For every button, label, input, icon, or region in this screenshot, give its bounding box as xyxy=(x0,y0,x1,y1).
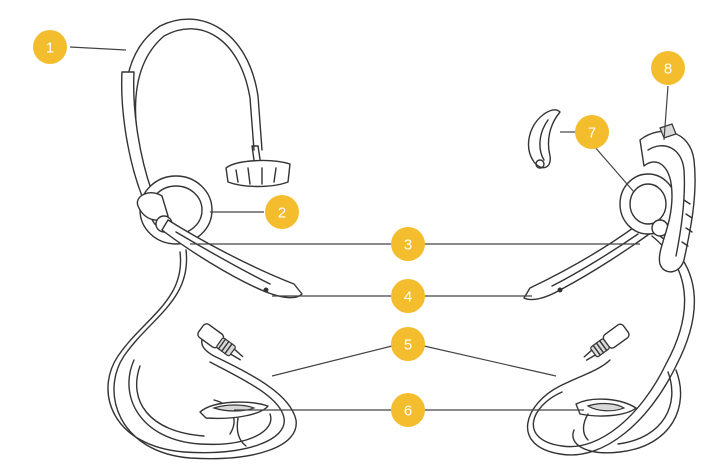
leader-8 xyxy=(663,85,669,141)
right-cable xyxy=(527,235,696,456)
left-boom xyxy=(161,219,303,299)
callout-7-label: 7 xyxy=(588,125,596,142)
leader-1 xyxy=(69,46,127,51)
callout-7: 7 xyxy=(575,115,609,149)
right-quick-disconnect xyxy=(583,323,630,361)
callout-1-label: 1 xyxy=(46,40,54,57)
callout-8: 8 xyxy=(651,51,685,85)
callout-5-circle xyxy=(391,327,425,361)
callout-2-label: 2 xyxy=(278,205,286,222)
callout-3: 3 xyxy=(391,227,425,261)
callouts: 1 2 3 4 5 6 7 8 xyxy=(33,30,685,427)
callout-2-circle xyxy=(265,195,299,229)
callout-4-label: 4 xyxy=(404,289,412,306)
left-quick-disconnect xyxy=(197,323,244,361)
callout-8-label: 8 xyxy=(664,61,672,78)
callout-5: 5 xyxy=(391,327,425,361)
callout-4-circle xyxy=(391,279,425,313)
leader-7b xyxy=(593,145,635,193)
callout-1: 1 xyxy=(33,30,67,64)
right-boom xyxy=(523,219,653,301)
loose-ear-loop xyxy=(527,109,561,169)
left-headset xyxy=(107,18,303,460)
callout-1-circle xyxy=(33,30,67,64)
right-headset xyxy=(523,123,696,456)
callout-6-label: 6 xyxy=(404,403,412,420)
leader-5-right xyxy=(423,345,557,377)
leader-5-left xyxy=(271,345,393,377)
callout-3-circle xyxy=(391,227,425,261)
callout-7-circle xyxy=(575,115,609,149)
callout-6: 6 xyxy=(391,393,425,427)
callout-5-label: 5 xyxy=(404,337,412,354)
left-receiver xyxy=(136,175,213,245)
left-t-bar-stabilizer xyxy=(225,159,291,188)
callout-4: 4 xyxy=(391,279,425,313)
callout-2: 2 xyxy=(265,195,299,229)
callout-6-circle xyxy=(391,393,425,427)
right-clothing-clip xyxy=(575,398,637,441)
callout-8-circle xyxy=(651,51,685,85)
leader-lines xyxy=(69,46,669,411)
callout-3-label: 3 xyxy=(404,237,412,254)
